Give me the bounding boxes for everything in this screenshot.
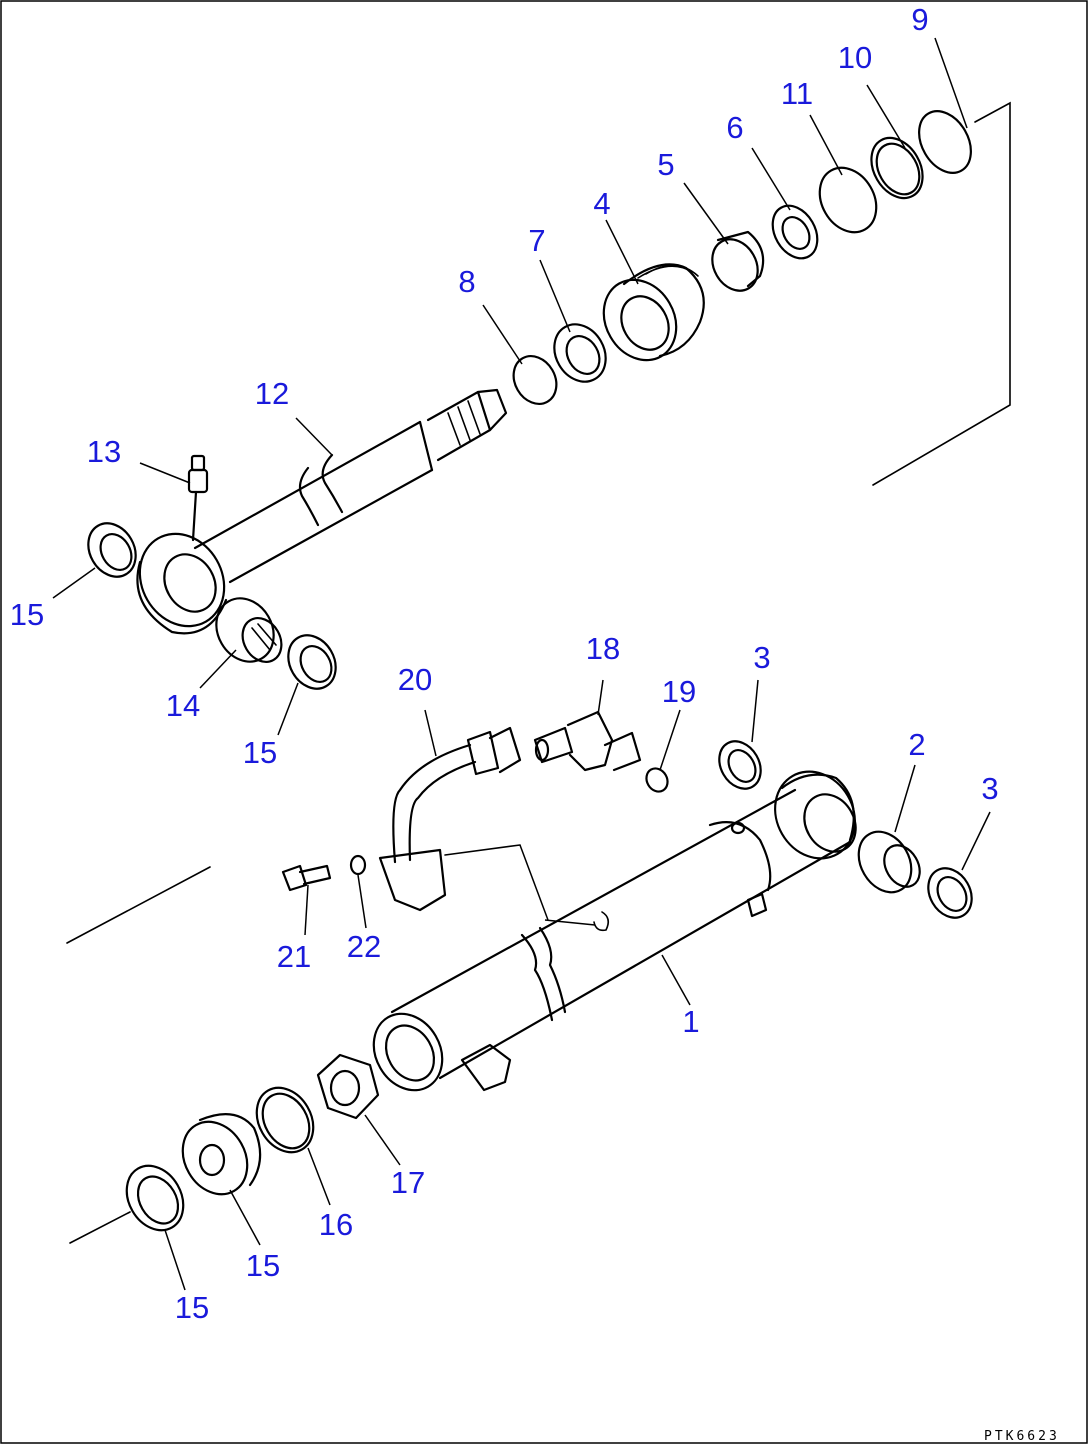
- callout-2: 2: [908, 727, 925, 762]
- callout-1: 1: [682, 1004, 699, 1039]
- part-17-dust-seal: [125, 1164, 185, 1232]
- callout-15a: 15: [10, 597, 44, 632]
- part-10-wear-ring: [870, 136, 924, 200]
- part-6-nut: [771, 204, 819, 260]
- part-3-dust-seal-upper: [718, 740, 762, 790]
- part-7-ring: [553, 323, 607, 383]
- part-11-piston-ring: [818, 166, 878, 234]
- part-23-bolt: [281, 864, 332, 892]
- callout-4: 4: [593, 186, 610, 221]
- callout-3b: 3: [981, 771, 998, 806]
- callouts: 9 10 11 6 5 4 7 8 12 13 15 14 15 20 18 1…: [10, 2, 999, 1325]
- callout-9: 9: [911, 2, 928, 37]
- callout-22: 20: [398, 662, 432, 697]
- callout-21: 19: [662, 674, 696, 709]
- callout-24: 22: [347, 929, 381, 964]
- part-cylinder-bottom-eye: [774, 770, 857, 860]
- callout-14: 14: [166, 688, 200, 723]
- part-rod-eye: [136, 532, 228, 635]
- part-19-nut: [316, 1053, 380, 1120]
- part-3-dust-seal-right: [927, 867, 973, 919]
- part-15-dust-seal-upper-left: [87, 522, 137, 578]
- part-12-piston-rod: [193, 388, 508, 584]
- callout-11: 11: [781, 76, 813, 111]
- callout-18: 16: [319, 1207, 353, 1242]
- part-1-cylinder-tube: [372, 788, 852, 1092]
- callout-12: 12: [255, 376, 289, 411]
- callout-8: 8: [458, 264, 475, 299]
- part-9-ring: [918, 110, 972, 174]
- part-20-elbow: [533, 710, 642, 772]
- part-5-collar: [711, 230, 765, 292]
- part-16-cylinder-head: [181, 1112, 262, 1196]
- callout-10: 10: [838, 40, 872, 75]
- part-15-dust-seal-lower-right: [287, 634, 337, 690]
- part-4-piston: [602, 263, 705, 362]
- callout-15b: 15: [243, 735, 277, 770]
- group-boundary-lines: [66, 101, 1011, 1244]
- callout-3a: 3: [753, 640, 770, 675]
- part-22-tube: [378, 726, 522, 912]
- part-21-o-ring: [645, 767, 669, 793]
- part-24-washer: [349, 854, 367, 876]
- callout-6: 6: [726, 110, 743, 145]
- part-14-bushing: [215, 597, 283, 663]
- callout-7: 7: [528, 223, 545, 258]
- callout-13: 13: [87, 434, 121, 469]
- reference-code: PTK6623: [984, 1429, 1060, 1444]
- callout-19: 17: [391, 1165, 425, 1200]
- callout-16: 15: [246, 1248, 280, 1283]
- callout-17: 15: [175, 1290, 209, 1325]
- callout-20: 18: [586, 631, 620, 666]
- part-2-bushing: [857, 830, 921, 894]
- part-18-ring: [255, 1086, 315, 1154]
- callout-23: 21: [277, 939, 311, 974]
- part-13-grease-fitting: [187, 454, 209, 542]
- leader-lines: [52, 37, 991, 1291]
- part-8-snap-ring: [512, 355, 558, 405]
- callout-5: 5: [657, 147, 674, 182]
